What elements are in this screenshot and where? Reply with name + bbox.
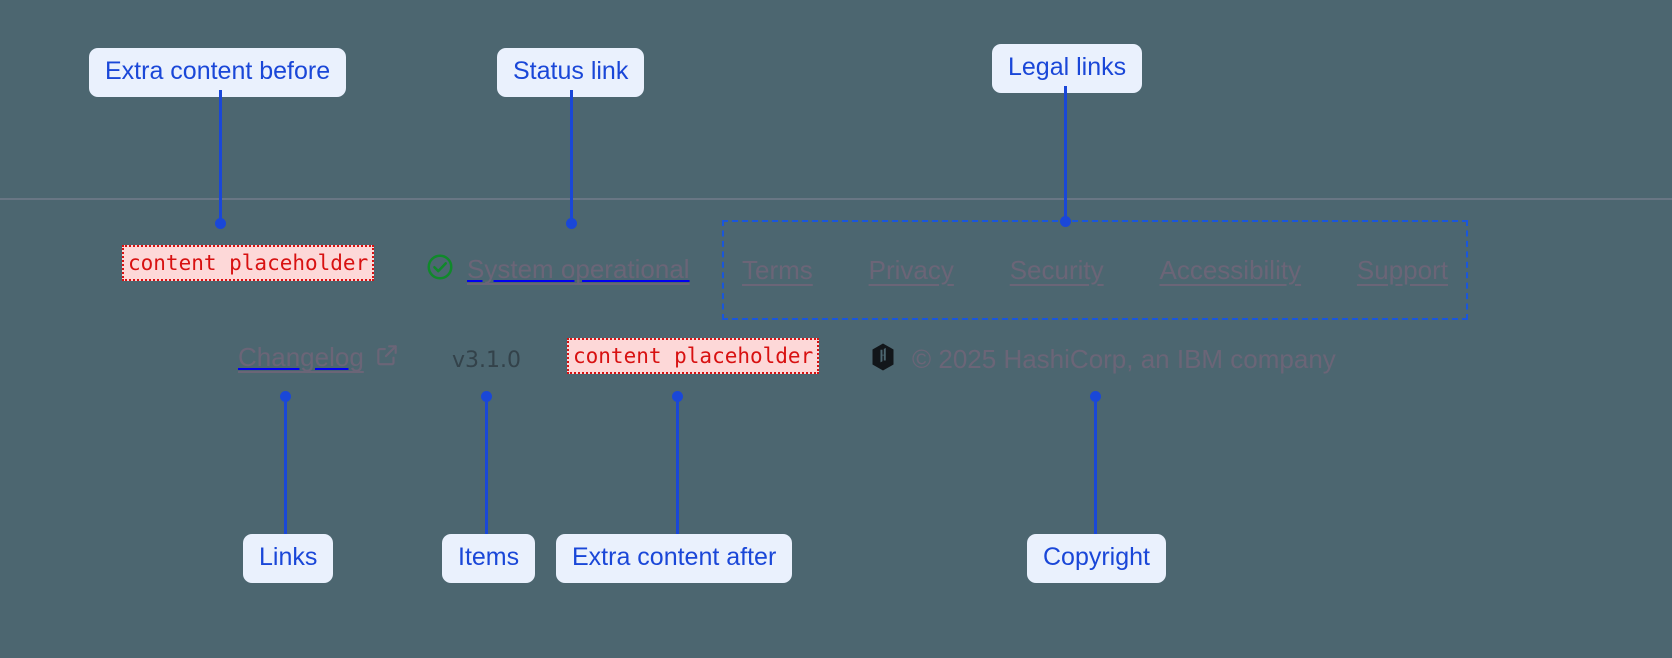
footer-link-changelog[interactable]: Changelog xyxy=(238,342,400,373)
footer-link-changelog-label: Changelog xyxy=(238,342,364,372)
footer-row-primary: content placeholder System operational T… xyxy=(0,200,1672,320)
legal-links-group: Terms Privacy Security Accessibility Sup… xyxy=(722,220,1468,320)
legal-link-security[interactable]: Security xyxy=(1009,254,1104,285)
check-circle-icon xyxy=(425,252,455,287)
hashicorp-logo xyxy=(868,342,898,377)
site-footer: content placeholder System operational T… xyxy=(0,200,1672,430)
extra-content-before-slot: content placeholder xyxy=(122,245,375,282)
external-link-icon xyxy=(374,342,400,373)
footer-row-secondary: Changelog v3.1.0 content placeholder xyxy=(0,320,1672,410)
footer-copyright-text: © 2025 HashiCorp, an IBM company xyxy=(912,344,1336,374)
legal-link-privacy[interactable]: Privacy xyxy=(868,254,954,285)
footer-top-divider xyxy=(0,198,1672,200)
legal-link-terms[interactable]: Terms xyxy=(742,254,813,285)
status-link-label: System operational xyxy=(467,254,690,284)
footer-copyright: © 2025 HashiCorp, an IBM company xyxy=(868,342,1336,377)
extra-content-after-slot: content placeholder xyxy=(567,338,820,375)
legal-link-support[interactable]: Support xyxy=(1356,254,1448,285)
status-link[interactable]: System operational xyxy=(425,252,690,287)
footer-item-version: v3.1.0 xyxy=(452,348,521,373)
legal-link-accessibility[interactable]: Accessibility xyxy=(1159,254,1302,285)
